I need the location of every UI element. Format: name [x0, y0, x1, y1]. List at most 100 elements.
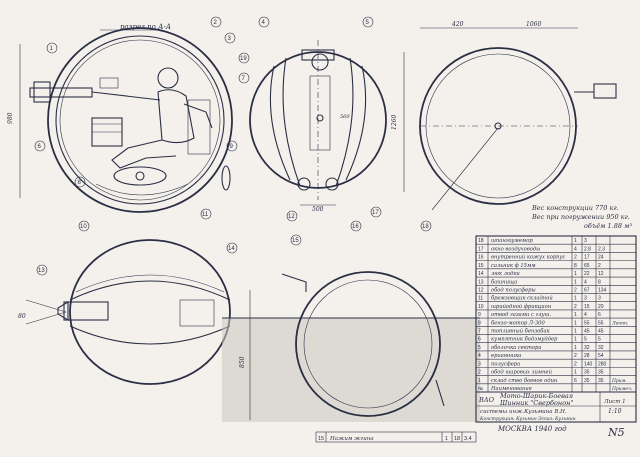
parts-cell-name: ершовника [491, 353, 521, 359]
parts-cell-name: оболочка сектора [491, 344, 541, 351]
callout-6: 6 [38, 144, 42, 150]
parts-cell-c1: 35 [584, 370, 590, 376]
parts-cell-c1: 55 [584, 320, 590, 326]
front-view: 1260 500 560 [249, 40, 405, 213]
parts-cell-c2: 20 [598, 304, 604, 310]
title-code: ВАО [478, 396, 495, 404]
footer-cell-3: 1 [445, 436, 448, 442]
title-line-1: Мото-Шарик-Боевая [499, 392, 573, 400]
parts-cell-qty: 2 [574, 361, 577, 367]
parts-cell-c2: 35 [598, 370, 604, 376]
weight-line-1: Вес конструкции 770 кг. [531, 204, 619, 212]
parts-cell-pos: 9 [478, 312, 481, 318]
parts-cell-c1: 65 [584, 263, 590, 269]
callout-10: 10 [80, 224, 87, 230]
parts-cell-c2: 12 [598, 271, 604, 277]
footer-cell-4: 18 [454, 436, 460, 442]
title-city-date: МОСКВА 1940 год [497, 425, 567, 433]
title-stage: Лист 1 [603, 399, 626, 405]
parts-cell-pos: 18 [478, 238, 484, 244]
parts-cell-qty: 1 [574, 271, 577, 277]
parts-cell-pos: 17 [478, 246, 484, 252]
parts-cell-note: Леопп. [611, 320, 629, 326]
parts-cell-c2: 3 [598, 296, 601, 302]
parts-cell-c1: 2.8 [584, 246, 591, 252]
dim-waterline: 850 [239, 356, 246, 368]
callout-16: 16 [352, 224, 359, 230]
dim-small: 80 [18, 313, 26, 320]
parts-cell-pos: 12 [478, 287, 484, 293]
parts-cell-qty: 1 [574, 279, 577, 285]
parts-cell-qty: 8 [574, 263, 577, 269]
callouts: 1 2 3 4 5 6 7 8 9 10 11 12 13 14 15 16 1… [34, 16, 432, 276]
parts-cell-pos: 7 [478, 329, 481, 335]
callout-4: 4 [262, 20, 266, 26]
view-label: разрез по А-А [120, 23, 171, 31]
dim-bottom-width: 500 [312, 206, 324, 213]
parts-cell-pos: 10 [478, 304, 484, 310]
hatch-icon [311, 53, 329, 71]
callout-1: 1 [50, 46, 54, 52]
title-scale: 1:10 [608, 408, 622, 415]
callout-3: 3 [228, 36, 232, 42]
parts-cell-name: шпангоумемор [491, 238, 533, 244]
parts-cell-name: обод полусферы [491, 286, 536, 293]
parts-cell-c1: 17 [584, 255, 590, 261]
callout-2: 2 [214, 20, 218, 26]
parts-cell-note: Прим. [611, 378, 627, 384]
side-section-view: разрез по А-А 980 [7, 23, 233, 213]
footer-cell-1: 15 [318, 436, 324, 442]
callout-17: 17 [372, 210, 379, 216]
parts-cell-pos: 3 [478, 361, 481, 367]
callout-7: 7 [242, 76, 246, 82]
callout-9: 9 [230, 144, 234, 150]
waterline-view: 850 [222, 271, 480, 422]
parts-cell-c2: 45 [598, 329, 604, 335]
title-checked: Конструкция: Кузьмин Эскиз: Кузьмин [479, 416, 576, 422]
parts-cell-pos: 15 [478, 263, 484, 269]
parts-cell-pos: 11 [478, 296, 483, 302]
parts-cell-qty: 1 [574, 345, 577, 351]
parts-cell-name: башнища [491, 278, 517, 285]
parts-cell-c2: 55 [598, 320, 604, 326]
volume-note: объём 1.88 м³ [584, 222, 632, 230]
parts-cell-pos: № [478, 386, 483, 392]
parts-cell-c1: 15 [584, 304, 590, 310]
pilot-head-icon [157, 67, 179, 89]
parts-cell-c2: 54 [598, 353, 604, 359]
parts-cell-name: бензо-мотор Л-300 [491, 319, 545, 326]
parts-cell-c1: 3 [584, 238, 587, 244]
parts-cell-qty: 6 [574, 378, 577, 384]
callout-15: 15 [292, 238, 299, 244]
parts-cell-c2: 6 [598, 312, 601, 318]
parts-cell-qty: 4 [574, 246, 577, 252]
dim-top-left: 420 [451, 21, 464, 28]
parts-cell-pos: 5 [478, 345, 481, 351]
parts-cell-qty: 1 [574, 370, 577, 376]
parts-cell-name: шрийодной фрикцион [491, 303, 552, 310]
parts-cell-name: полусфера [491, 360, 520, 367]
dim-top-right: 1060 [526, 21, 541, 28]
title-line-2: Шинник "Свербонон" [499, 399, 573, 407]
parts-cell-qty: 2 [574, 255, 577, 261]
dim-side-height: 980 [7, 112, 14, 124]
parts-cell-pos: 1 [478, 378, 481, 384]
parts-cell-c1: 4 [584, 312, 587, 318]
parts-cell-c1: 35 [584, 378, 590, 384]
parts-cell-name: обод шаровых зимней [491, 369, 552, 376]
callout-19: 19 [240, 56, 247, 62]
parts-cell-c2: 280 [598, 361, 607, 367]
callout-8: 8 [78, 180, 82, 186]
parts-cell-c1: 140 [584, 361, 593, 367]
parts-cell-c2: 5 [598, 337, 601, 343]
callout-18: 18 [422, 224, 429, 230]
parts-cell-pos: 13 [478, 279, 484, 285]
parts-cell-c2: 8 [598, 279, 601, 285]
parts-cell-c1: 32 [584, 345, 590, 351]
parts-cell-qty: 1 [574, 238, 577, 244]
parts-cell-pos: 4 [478, 353, 481, 359]
parts-cell-c1: 67 [584, 287, 590, 293]
parts-cell-name: отвод газами с глуш. [491, 312, 551, 318]
